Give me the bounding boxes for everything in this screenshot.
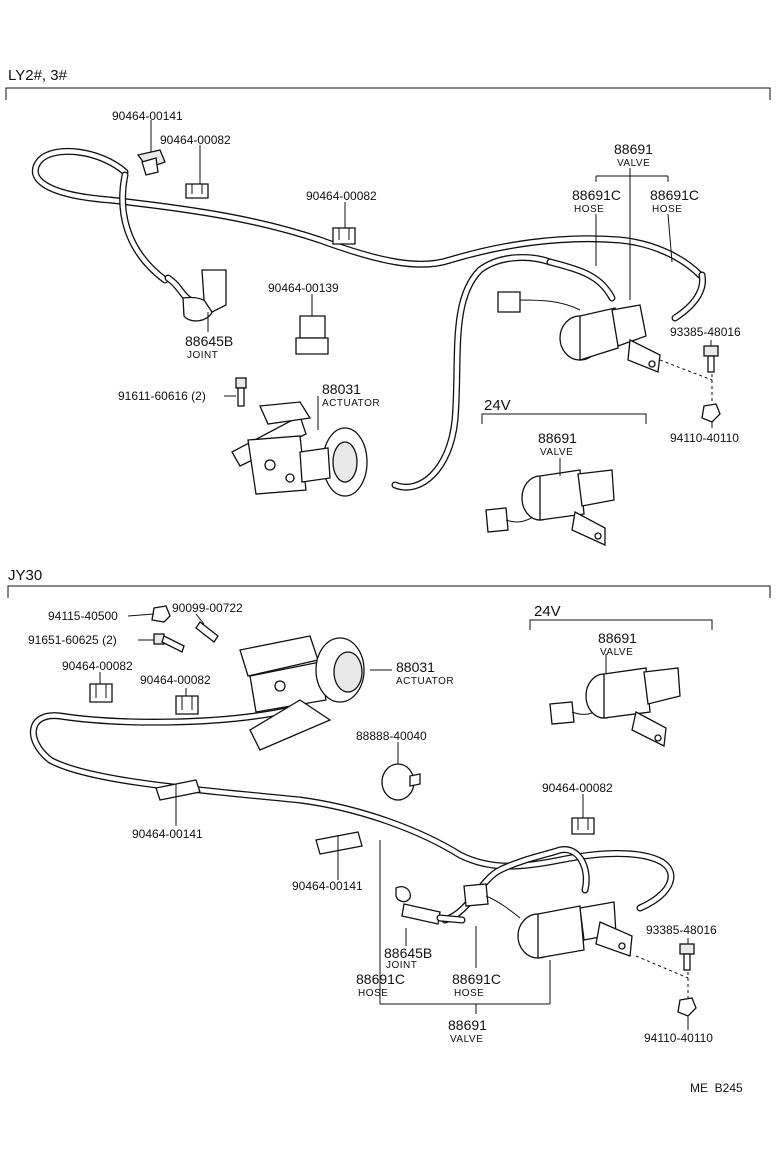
label-clamp-90464-00141-top: 90464-00141 — [112, 109, 183, 123]
clamp-90464-00082-bottom-b — [175, 695, 199, 715]
diagram-code: ME B245 — [690, 1081, 743, 1095]
label-valve-name-top: VALVE — [617, 158, 650, 169]
label-actuator-88031-bottom: 88031 — [396, 659, 435, 675]
label-clamp-90464-00082-bottom-b: 90464-00082 — [140, 673, 211, 687]
section-bracket-ly2 — [5, 87, 771, 100]
label-stud-90099-00722: 90099-00722 — [172, 601, 243, 615]
ring-88888-40040-bottom — [381, 763, 421, 801]
clamp-90464-00082-bottom-c — [571, 817, 595, 835]
label-ring-88888-40040: 88888-40040 — [356, 729, 427, 743]
label-bolt-91651-60625: 91651-60625 (2) — [28, 633, 117, 647]
label-clamp-90464-00082-bottom-a: 90464-00082 — [62, 659, 133, 673]
label-hose-name-top-left: HOSE — [574, 204, 604, 215]
label-bolt-91611-60616-top: 91611-60616 (2) — [118, 389, 206, 403]
label-joint-name-top: JOINT — [187, 350, 218, 361]
label-nut-94110-40110-top: 94110-40110 — [670, 431, 739, 445]
label-valve-24v-name-top: VALVE — [540, 447, 573, 458]
label-hose-name-bottom-right: HOSE — [454, 988, 484, 999]
clamp-90464-00141-top — [136, 149, 166, 176]
label-hose-name-bottom-left: HOSE — [358, 988, 388, 999]
label-24v-bottom: 24V — [534, 603, 561, 620]
bolt-91611-60616-top — [235, 377, 247, 407]
label-clamp-90464-00141-bottom-b: 90464-00141 — [292, 879, 363, 893]
label-hose-name-top-right: HOSE — [652, 204, 682, 215]
label-hose-88691c-bottom-right: 88691C — [452, 971, 501, 987]
label-hose-88691c-top-left: 88691C — [572, 187, 621, 203]
clamp-90464-00141-bottom-b — [315, 831, 363, 860]
section-title-ly2: LY2#, 3# — [8, 67, 68, 84]
label-joint-name-bottom: JOINT — [386, 960, 417, 971]
label-valve-24v-name-bottom: VALVE — [600, 647, 633, 658]
bolt-91651-60625-bottom — [153, 633, 185, 653]
label-clamp-90464-00141-bottom-a: 90464-00141 — [132, 827, 203, 841]
actuator-88031-bottom — [239, 635, 365, 751]
stud-90099-00722-bottom — [195, 621, 219, 643]
label-actuator-88031-top: 88031 — [322, 381, 361, 397]
bracket-24v-top — [481, 413, 647, 424]
valve-88691-bottom — [463, 883, 633, 959]
joint-88645b-top — [164, 269, 227, 322]
label-clamp-90464-00082-top-b: 90464-00082 — [306, 189, 377, 203]
label-actuator-name-bottom: ACTUATOR — [396, 676, 454, 687]
label-actuator-name-top: ACTUATOR — [322, 398, 380, 409]
label-screw-93385-48016-bottom: 93385-48016 — [646, 923, 717, 937]
label-valve-24v-bottom: 88691 — [598, 630, 637, 646]
clamp-90464-00082-bottom-a — [89, 683, 113, 703]
label-screw-93385-48016-top: 93385-48016 — [670, 325, 741, 339]
actuator-88031-top — [231, 401, 368, 497]
section-title-jy30: JY30 — [8, 567, 42, 584]
joint-88645b-bottom — [395, 886, 466, 925]
label-clamp-90464-00082-top-a: 90464-00082 — [160, 133, 231, 147]
nut-94110-40110-bottom — [677, 997, 697, 1017]
label-valve-24v-top: 88691 — [538, 430, 577, 446]
valve-24v-bottom — [549, 667, 681, 747]
label-24v-top: 24V — [484, 397, 511, 414]
label-hose-88691c-bottom-left: 88691C — [356, 971, 405, 987]
bracket-24v-bottom — [529, 619, 713, 630]
label-joint-88645b-top: 88645B — [185, 333, 233, 349]
label-nut-94110-40110-bottom: 94110-40110 — [644, 1031, 713, 1045]
main-hose-top — [31, 147, 707, 491]
assembly-line-top — [659, 359, 713, 381]
label-hose-88691c-top-right: 88691C — [650, 187, 699, 203]
label-valve-88691-top: 88691 — [614, 141, 653, 157]
nut-94110-40110-top — [701, 403, 721, 423]
assembly-line-bottom — [635, 955, 689, 979]
label-clamp-90464-00082-bottom-c: 90464-00082 — [542, 781, 613, 795]
screw-93385-48016-top — [703, 345, 719, 373]
label-clamp-90464-00139-top: 90464-00139 — [268, 281, 339, 295]
clamp-90464-00141-bottom-a — [155, 779, 201, 806]
label-valve-name-bottom: VALVE — [450, 1034, 483, 1045]
screw-93385-48016-bottom — [679, 943, 695, 971]
label-valve-88691-bottom: 88691 — [448, 1017, 487, 1033]
label-joint-88645b-bottom: 88645B — [384, 945, 432, 961]
clamp-90464-00082-top-a — [185, 183, 209, 199]
valve-24v-top — [485, 469, 615, 547]
valve-88691-top — [497, 291, 661, 373]
nut-94115-40500-bottom — [151, 605, 171, 623]
clamp-90464-00082-top-b — [332, 227, 356, 245]
label-nut-94115-40500: 94115-40500 — [48, 609, 118, 623]
section-bracket-jy30 — [7, 585, 771, 598]
clamp-90464-00139-top — [295, 315, 329, 355]
